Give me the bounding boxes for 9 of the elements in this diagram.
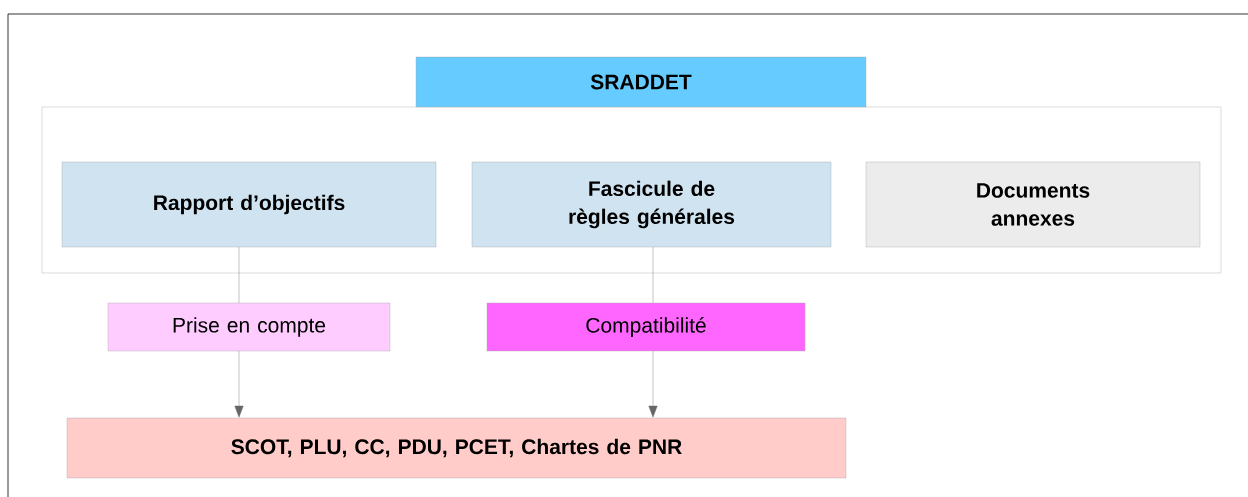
connector (648, 351, 658, 418)
connector (234, 351, 244, 418)
document-box: Fascicule de règles générales (471, 161, 832, 248)
plan-box: SCOT, PLU, CC, PDU, PCET, Chartes de PNR (66, 417, 847, 479)
document-box: Documents annexes (865, 161, 1201, 248)
document-box: Rapport d’objectifs (61, 161, 437, 248)
relation-box: Compatibilité (486, 302, 806, 352)
title-box: SRADDET (415, 56, 867, 108)
relation-box: Prise en compte (107, 302, 391, 352)
